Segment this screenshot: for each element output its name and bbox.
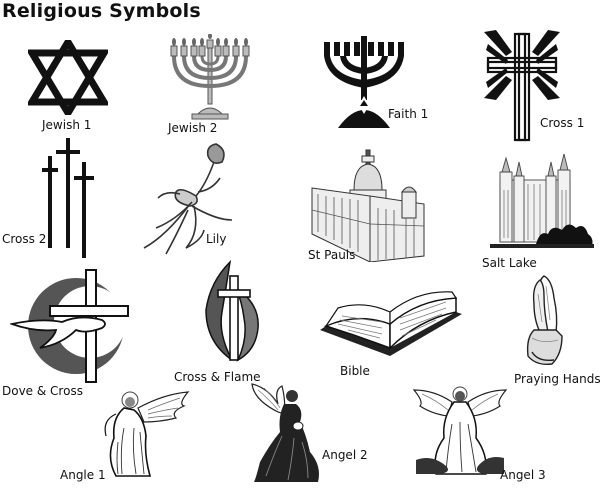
menorah-with-star-icon (320, 34, 408, 130)
cross-and-flame-icon (200, 258, 264, 364)
radiant-cross-icon (482, 28, 562, 144)
symbol-label-lily: Lily (206, 232, 227, 246)
symbol-label-cross-2: Cross 2 (2, 232, 47, 246)
symbol-label-jewish-1: Jewish 1 (42, 118, 92, 132)
salt-lake-temple-icon (490, 150, 594, 254)
praying-hands-icon (518, 272, 574, 368)
symbol-label-cross-and-flame: Cross & Flame (174, 370, 261, 384)
dove-and-cross-icon (10, 268, 132, 384)
symbol-label-jewish-2: Jewish 2 (168, 121, 218, 135)
kneeling-angel-icon (248, 382, 324, 486)
page-title: Religious Symbols (2, 0, 201, 22)
symbol-label-angle-1: Angle 1 (60, 468, 106, 482)
st-pauls-cathedral-icon (310, 144, 426, 262)
symbol-label-angel-2: Angel 2 (322, 448, 368, 462)
symbol-label-faith-1: Faith 1 (388, 107, 429, 121)
symbol-label-st-pauls: St Pauls (308, 248, 356, 262)
symbol-label-angel-3: Angel 3 (500, 468, 546, 482)
symbol-label-cross-1: Cross 1 (540, 116, 585, 130)
symbol-label-salt-lake: Salt Lake (482, 256, 537, 270)
star-of-david-icon (28, 40, 108, 115)
lily-icon (136, 140, 236, 256)
three-crosses-icon (40, 136, 96, 260)
open-bible-icon (318, 290, 464, 358)
symbol-label-dove-and-cross: Dove & Cross (2, 384, 83, 398)
symbol-label-praying-hands: Praying Hands (514, 372, 600, 386)
angel-with-harp-icon (412, 384, 508, 476)
menorah-icon (168, 34, 252, 120)
angel-icon (94, 388, 190, 478)
symbol-label-bible: Bible (340, 364, 370, 378)
